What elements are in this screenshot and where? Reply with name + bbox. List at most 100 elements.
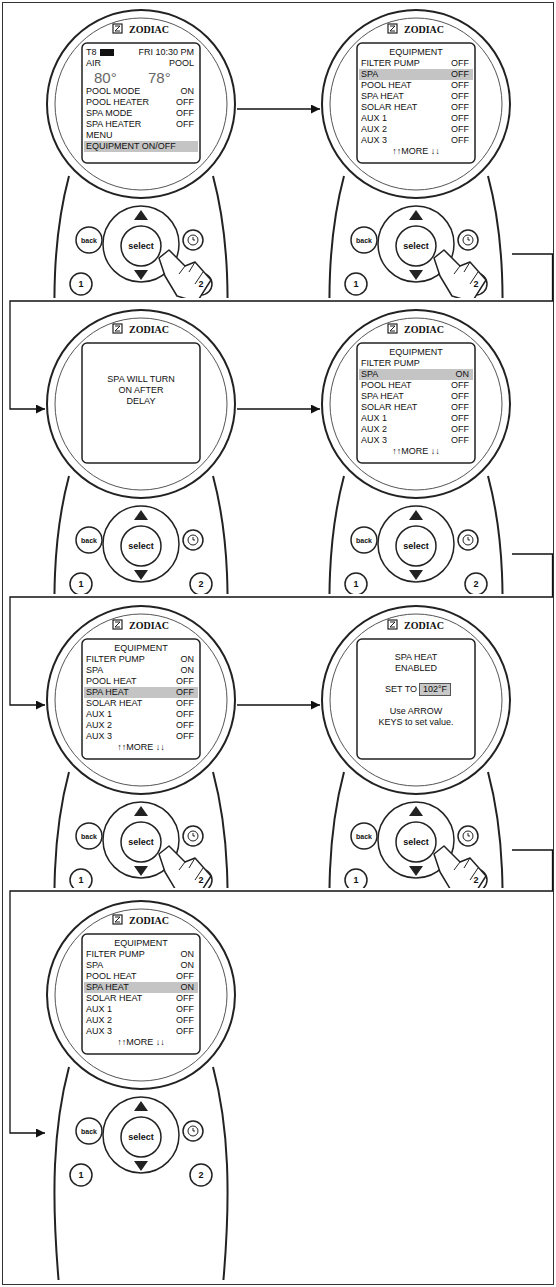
flow-arrow [237, 704, 320, 705]
pointing-hand [434, 846, 486, 888]
button-label: back [81, 1128, 97, 1135]
button-number: 1 [78, 875, 83, 885]
remote-control: SPA HEAT ENABLEDSET TO102°FUse ARROW KEY… [320, 600, 512, 888]
screen-text: OFF [451, 91, 469, 102]
button-number: 1 [353, 279, 358, 289]
remote-control: SPA WILL TURN ON AFTER DELAY ZODIAC back se… [45, 304, 237, 594]
screen-text: ↑↑MORE ↓↓ [357, 446, 475, 457]
screen-text: SPA HEAT [361, 91, 404, 102]
screen-text: FILTER PUMP [361, 358, 420, 369]
screen-text: AUX 2 [86, 1015, 112, 1026]
screen-text: OFF [451, 424, 469, 435]
flow-arrow [237, 108, 320, 109]
screen-text: OFF [176, 676, 194, 687]
button-number: 2 [198, 875, 203, 885]
screen-text: OFF [451, 69, 469, 80]
screen-text: FILTER PUMP [86, 654, 145, 665]
button-number: 2 [473, 279, 478, 289]
screen-text: EQUIPMENT [357, 347, 475, 358]
screen: EQUIPMENTFILTER PUMPOFFSPAOFFPOOL HEATOF… [357, 44, 475, 162]
button-label: select [128, 241, 154, 251]
button-number: 2 [198, 579, 203, 589]
screen-text: ON [181, 982, 195, 993]
screen-text: SPA HEAT ENABLED [378, 652, 454, 674]
screen: EQUIPMENTFILTER PUMPSPAONPOOL HEATOFFSPA… [357, 344, 475, 462]
button-number: 1 [78, 579, 83, 589]
screen-text: ON [181, 665, 195, 676]
screen-text: AUX 1 [361, 413, 387, 424]
screen-text: OFF [451, 380, 469, 391]
remote-control: EQUIPMENTFILTER PUMPSPAONPOOL HEATOFFSPA… [320, 304, 512, 594]
button-label: back [81, 833, 97, 840]
button-label: select [403, 541, 429, 551]
screen-text: AUX 3 [361, 435, 387, 446]
button-number: 2 [473, 875, 478, 885]
status-bar-icon [100, 49, 114, 56]
button-label: select [403, 241, 429, 251]
flow-arrow [237, 408, 320, 409]
screen-text: OFF [176, 971, 194, 982]
screen-text: ON [181, 960, 195, 971]
screen-text: ↑↑MORE ↓↓ [357, 146, 475, 157]
button-label: back [81, 537, 97, 544]
screen-text: AUX 3 [86, 731, 112, 742]
remote-control: EQUIPMENTFILTER PUMPOFFSPAOFFPOOL HEATOF… [320, 4, 512, 298]
screen-text: EQUIPMENT [82, 643, 200, 654]
screen-text: OFF [176, 698, 194, 709]
screen-text: MENU [86, 130, 113, 141]
logo-text: ZODIAC [404, 324, 444, 335]
screen-text: SPA HEAT [86, 687, 129, 698]
screen-text: OFF [451, 435, 469, 446]
screen-text: AUX 3 [361, 135, 387, 146]
screen-text: OFF [451, 135, 469, 146]
screen-text: SPA WILL TURN ON AFTER DELAY [103, 374, 179, 407]
logo-text: ZODIAC [129, 915, 169, 926]
screen-text: POOL HEATER [86, 97, 149, 108]
screen-text: POOL HEAT [361, 80, 412, 91]
screen-text: OFF [176, 1015, 194, 1026]
screen-text: AUX 2 [86, 720, 112, 731]
screen-text: OFF [176, 709, 194, 720]
screen-text: SOLAR HEAT [361, 102, 417, 113]
screen-text: OFF [451, 113, 469, 124]
screen-text: Use ARROW KEYS to set value. [378, 706, 454, 728]
screen-text: OFF [176, 731, 194, 742]
screen-text: SPA HEAT [86, 982, 129, 993]
screen-text: OFF [176, 1004, 194, 1015]
screen-text: AIR [86, 58, 101, 69]
screen-text: EQUIPMENT [357, 47, 475, 58]
logo-text: ZODIAC [404, 620, 444, 631]
logo-text: ZODIAC [404, 24, 444, 35]
screen-text: OFF [176, 993, 194, 1004]
button-label: select [128, 541, 154, 551]
screen-text: POOL [169, 58, 194, 69]
screen: SPA HEAT ENABLEDSET TO102°FUse ARROW KEY… [357, 640, 475, 758]
screen-text: SOLAR HEAT [86, 993, 142, 1004]
screen-text: OFF [451, 124, 469, 135]
screen-text: OFF [176, 97, 194, 108]
screen-text: SPA [361, 69, 378, 80]
screen-text: AUX 1 [86, 1004, 112, 1015]
screen-text: AUX 2 [361, 124, 387, 135]
screen-text: EQUIPMENT [82, 938, 200, 949]
screen-text: AUX 3 [86, 1026, 112, 1037]
screen-text: POOL HEAT [86, 676, 137, 687]
pointing-hand [159, 250, 211, 298]
flow-arrow [10, 850, 553, 1133]
logo-text: ZODIAC [129, 324, 169, 335]
button-label: back [356, 833, 372, 840]
remote-control: EQUIPMENTFILTER PUMPONSPAONPOOL HEATOFFS… [45, 895, 237, 1280]
screen: EQUIPMENTFILTER PUMPONSPAONPOOL HEATOFFS… [82, 640, 200, 758]
button-number: 1 [78, 279, 83, 289]
screen-text: SET TO [385, 684, 417, 695]
screen-text: T8 [86, 47, 97, 58]
screen-text: OFF [176, 720, 194, 731]
screen-text: OFF [176, 119, 194, 130]
button-label: back [356, 237, 372, 244]
screen-text: OFF [451, 102, 469, 113]
screen-text: EQUIPMENT ON/OFF [86, 141, 176, 152]
screen-text: ↑↑MORE ↓↓ [82, 1037, 200, 1048]
button-number: 1 [353, 875, 358, 885]
screen-text: ON [181, 86, 195, 97]
